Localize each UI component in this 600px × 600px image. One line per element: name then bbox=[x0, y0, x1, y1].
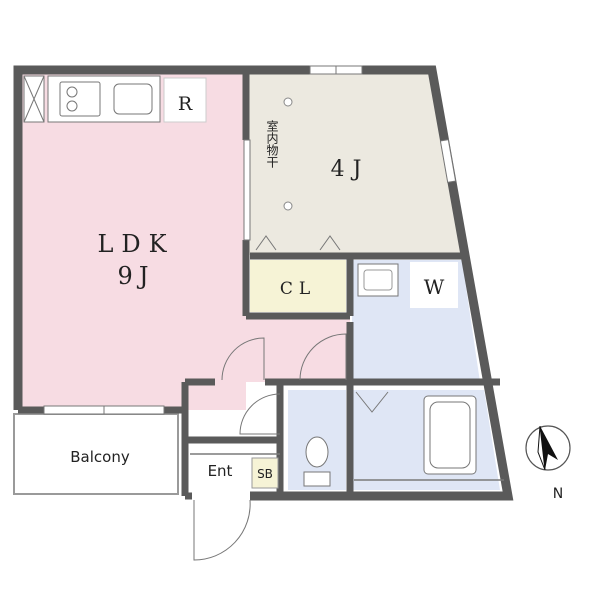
fridge-space bbox=[163, 77, 207, 123]
drying-pole-icons bbox=[283, 97, 293, 211]
ldk-name: LDK bbox=[97, 230, 174, 258]
bedroom-size: 4J bbox=[331, 157, 370, 182]
ldk-floor bbox=[20, 72, 246, 410]
washer-space bbox=[410, 262, 458, 308]
closet-doors bbox=[255, 235, 341, 251]
toilet-icon bbox=[303, 436, 331, 487]
kitchen-counter bbox=[23, 75, 207, 123]
partition-lines bbox=[190, 453, 504, 481]
fridge-label: R bbox=[178, 93, 193, 115]
washer-label: W bbox=[424, 275, 445, 299]
washbasin bbox=[357, 263, 399, 297]
ldk-size: 9J bbox=[118, 262, 155, 290]
compass bbox=[525, 425, 571, 471]
balcony-label: Balcony bbox=[70, 448, 130, 466]
bedroom-floor bbox=[246, 72, 462, 255]
drying-note: 室内物干 bbox=[265, 119, 279, 168]
shoe-box bbox=[251, 457, 279, 489]
balcony-area bbox=[13, 413, 179, 495]
ldk-floor-lower bbox=[246, 316, 350, 382]
closet-floor bbox=[250, 260, 346, 312]
sink-icon bbox=[113, 83, 153, 115]
north-arrow-icon bbox=[540, 426, 558, 470]
exterior-walls bbox=[13, 65, 514, 501]
shoe-box-label: SB bbox=[257, 467, 273, 481]
doors bbox=[193, 333, 389, 561]
bathtub-icon bbox=[423, 395, 477, 475]
stove-icon bbox=[59, 81, 101, 117]
closet-label: CL bbox=[280, 279, 316, 299]
windows bbox=[43, 65, 457, 415]
entrance-label: Ent bbox=[208, 462, 233, 480]
compass-label: N bbox=[553, 486, 563, 502]
